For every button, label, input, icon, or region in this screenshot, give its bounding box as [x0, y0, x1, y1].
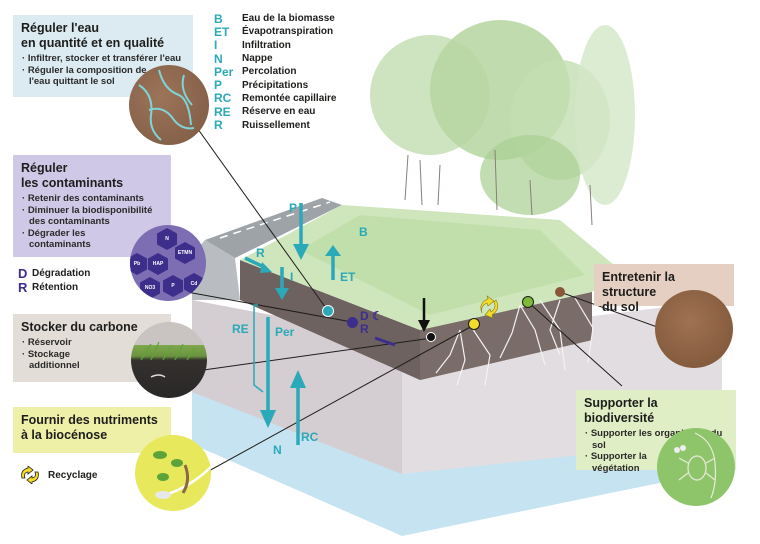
hexagon-hap: HAP: [148, 253, 168, 275]
recycling-legend: Recyclage: [18, 466, 97, 484]
label-water-reserve: RE: [232, 322, 249, 336]
bullet-item: Infiltrer, stocker et transférer l'eau: [21, 53, 185, 65]
biodiversity-photo: [657, 428, 735, 506]
nutrient-dot[interactable]: [468, 318, 480, 330]
bullet-item: Supporter les organismes du sol: [584, 428, 728, 451]
bullet-item: Diminuer la biodisponibilité des contami…: [21, 205, 163, 228]
water-soil-photo: [129, 65, 209, 145]
soil-structure-dot[interactable]: [555, 287, 565, 297]
retention-bar: [374, 336, 396, 347]
bullet-item: Stockage additionnel: [21, 349, 89, 372]
carbon-input-arrow: [418, 320, 430, 332]
road: [205, 198, 342, 258]
label-precipitation: P: [289, 201, 298, 215]
hexagon-n: N: [157, 228, 177, 250]
biodiversity-dot[interactable]: [522, 296, 534, 308]
carbon-soil-photo: [131, 322, 207, 398]
surface-recycle-icon: [480, 295, 499, 319]
label-retention-mark: R: [360, 322, 369, 336]
roots: [435, 297, 594, 386]
water-flow-arrows: [244, 203, 341, 445]
water-reserve-bracket: [253, 304, 264, 393]
carbon-storage-title: Stocker du carbone: [21, 320, 138, 334]
trees: [370, 20, 635, 226]
nutrient-photo: [135, 435, 211, 511]
hexagon-no3: NO3: [140, 277, 160, 299]
label-evapotranspiration: ET: [340, 270, 356, 284]
label-degradation-mark: D: [360, 309, 369, 323]
hexagon-etmn: ETMN: [175, 242, 195, 264]
soil-structure-photo: [655, 290, 733, 368]
contaminant-dot[interactable]: [347, 317, 358, 328]
bullet-item: Réservoir: [21, 337, 163, 349]
carbon-dot[interactable]: [426, 332, 436, 342]
hexagon-p: P: [163, 275, 183, 297]
label-groundwater: N: [273, 443, 282, 457]
bullet-item: Dégrader les contaminants: [21, 228, 99, 251]
bullet-item: Réguler la composition de l'eau quittant…: [21, 65, 147, 88]
water-regulation-dot[interactable]: [322, 305, 334, 317]
label-biomass-water: B: [359, 225, 368, 239]
label-infiltration: I: [290, 270, 294, 284]
leader-lines: [167, 124, 661, 479]
label-percolation: Per: [275, 325, 295, 339]
recycle-arrows-icon: [21, 466, 39, 484]
biodiversity-title: Supporter la biodiversité: [584, 396, 658, 425]
hexagon-cd: Cd: [184, 273, 204, 295]
bullet-item: Supporter la végétation: [584, 451, 652, 474]
bullet-item: Retenir des contaminants: [21, 193, 163, 205]
label-runoff: R: [256, 246, 265, 260]
label-capillary-rise: RC: [301, 430, 319, 444]
contaminant-hexagon-photo: N ETMN HAP Pb P Cd NO3: [130, 225, 206, 301]
crescent-icon: ☾: [372, 309, 383, 323]
hexagon-pb: Pb: [130, 253, 147, 275]
groundwater-layer: [192, 390, 722, 536]
